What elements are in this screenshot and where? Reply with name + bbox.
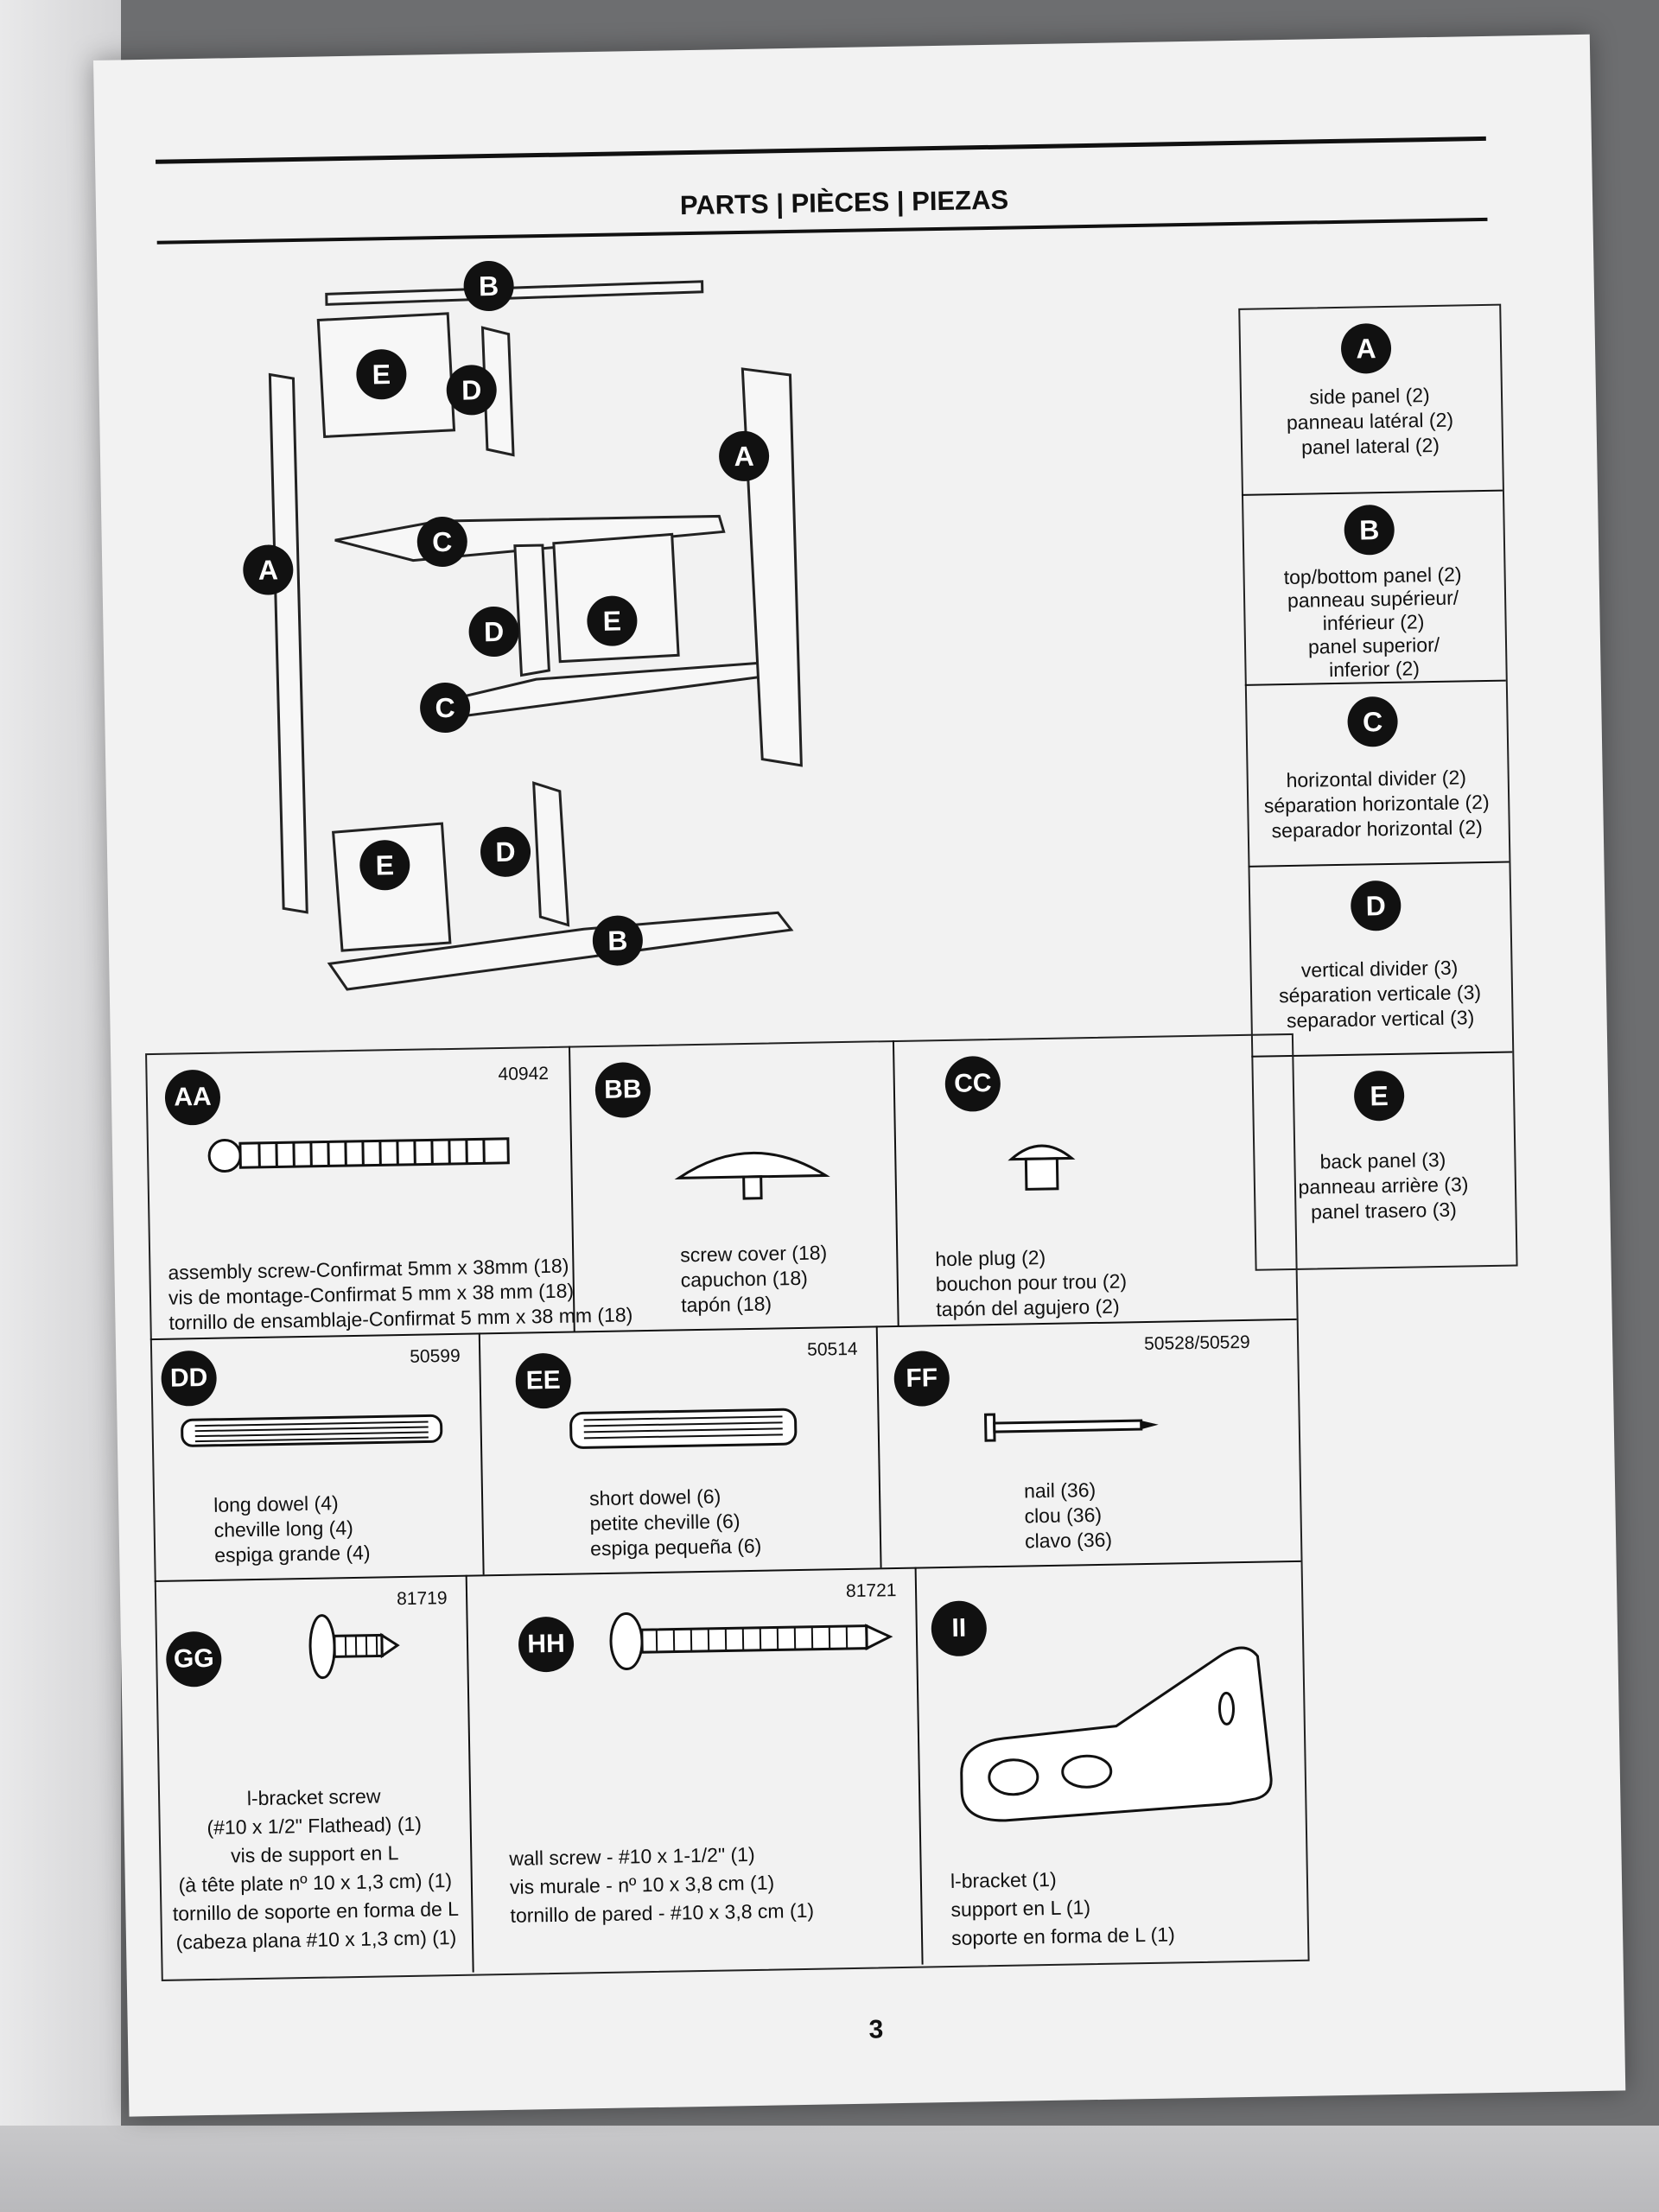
- panel-a-right: [741, 367, 803, 767]
- bb-line-3: tapón (18): [681, 1292, 772, 1317]
- hh-line-3: tornillo de pared - #10 x 3,8 cm (1): [510, 1898, 815, 1927]
- confirmat-screw-icon: [207, 1137, 510, 1173]
- dd-line-1: long dowel (4): [213, 1491, 339, 1516]
- ii-line-2: support en L (1): [950, 1896, 1091, 1922]
- legend-d-line-3: separador vertical (3): [1286, 1006, 1475, 1033]
- cc-line-3: tapón del agujero (2): [936, 1294, 1120, 1321]
- panel-a-left: [268, 372, 308, 914]
- ee-part-code: 50514: [806, 1338, 858, 1360]
- legend-c-line-3: separador horizontal (2): [1271, 816, 1484, 842]
- ee-line-1: short dowel (6): [588, 1484, 721, 1510]
- cc-line-1: hole plug (2): [935, 1245, 1046, 1271]
- ii-line-3: soporte en forma de L (1): [950, 1923, 1175, 1949]
- l-bracket-icon: [960, 1646, 1273, 1822]
- panel-b-bottom: [327, 911, 794, 991]
- ff-part-code: 50528/50529: [1143, 1332, 1250, 1355]
- flathead-screw-icon: [308, 1614, 400, 1680]
- screw-cover-icon: [674, 1151, 830, 1200]
- ff-line-1: nail (36): [1023, 1478, 1096, 1503]
- bb-line-2: capuchon (18): [680, 1266, 808, 1292]
- hh-part-code: 81721: [845, 1580, 897, 1602]
- ff-line-2: clou (36): [1024, 1503, 1103, 1528]
- hole-plug-icon: [1007, 1144, 1076, 1191]
- desk-edge: [0, 2126, 1659, 2212]
- cc-line-2: bouchon pour trou (2): [935, 1269, 1128, 1296]
- wall-screw-icon: [609, 1612, 893, 1671]
- manual-page: PARTS | PIÈCES | PIEZAS B E D A C A D E …: [93, 34, 1626, 2117]
- panel-d-middle: [513, 543, 550, 677]
- dd-line-3: espiga grande (4): [213, 1541, 371, 1567]
- panel-b-top: [325, 280, 704, 306]
- hh-line-2: vis murale - nº 10 x 3,8 cm (1): [509, 1871, 775, 1898]
- hh-line-1: wall screw - #10 x 1-1/2" (1): [509, 1842, 755, 1870]
- panel-d-lower: [532, 781, 570, 927]
- bb-line-1: screw cover (18): [680, 1241, 828, 1267]
- dd-part-code: 50599: [410, 1345, 461, 1367]
- legend-a-line-3: panel lateral (2): [1300, 433, 1440, 459]
- aa-part-code: 40942: [498, 1063, 550, 1084]
- ii-line-1: l-bracket (1): [950, 1867, 1057, 1893]
- short-dowel-icon: [569, 1408, 798, 1449]
- gg-part-code: 81719: [396, 1588, 448, 1610]
- panel-c-lower: [431, 660, 776, 722]
- ff-line-3: clavo (36): [1024, 1528, 1113, 1553]
- nail-icon: [983, 1413, 1159, 1442]
- dd-line-2: cheville long (4): [213, 1516, 354, 1541]
- ee-line-2: petite cheville (6): [589, 1510, 741, 1535]
- legend-b-line-5: inferior (2): [1328, 657, 1421, 682]
- ee-line-3: espiga pequeña (6): [589, 1534, 762, 1560]
- long-dowel-icon: [181, 1414, 443, 1447]
